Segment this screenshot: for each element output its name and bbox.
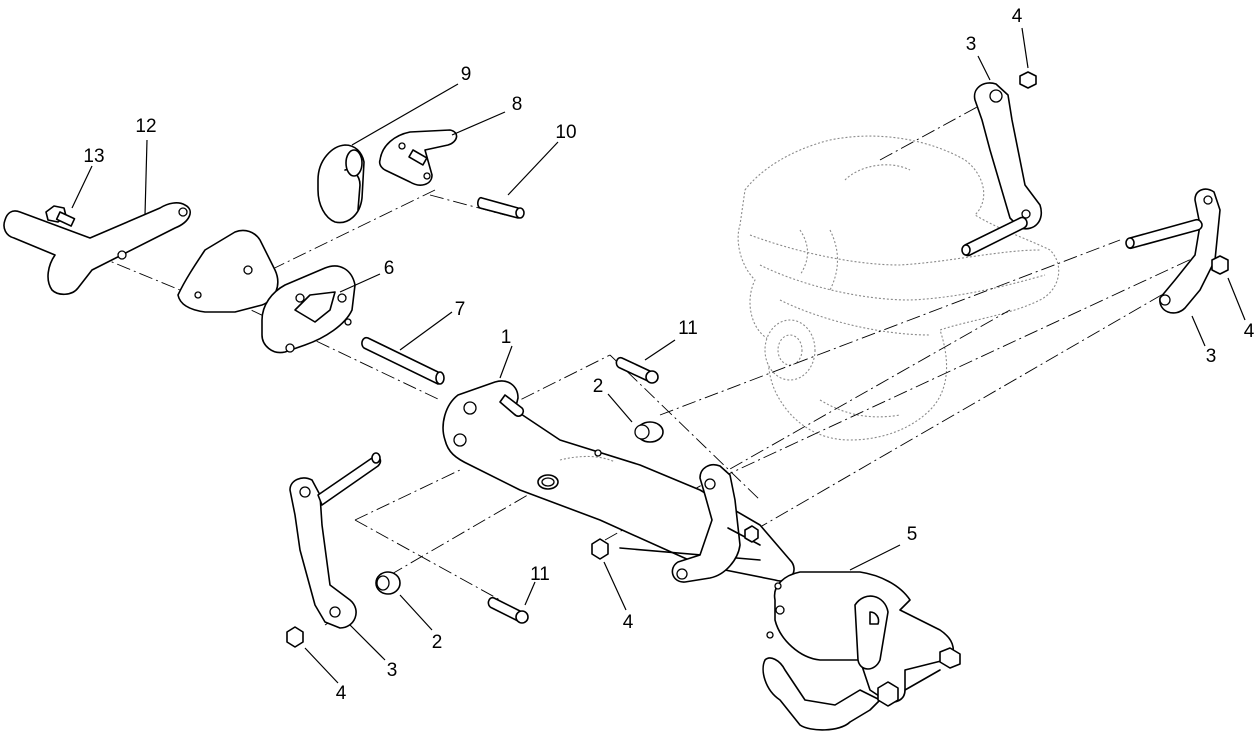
bushing-9 (317, 144, 365, 224)
callout-labels: 1 2 2 3 3 3 4 4 4 4 5 6 7 8 9 10 11 11 1… (83, 6, 1254, 704)
cap-screw-11-upper (615, 356, 659, 384)
assembly-centerlines (94, 99, 1201, 626)
bushing-2-lower (375, 571, 401, 595)
nut-4-center (591, 538, 609, 560)
mount-plate-ghost (177, 229, 279, 313)
leader-lines (71, 27, 1246, 684)
callout-6: 6 (384, 258, 395, 279)
bracket-8 (378, 129, 458, 186)
callout-4-right: 4 (1244, 321, 1255, 342)
nut-4-lower-left (286, 626, 304, 648)
callout-7: 7 (455, 299, 466, 320)
callout-11-upper: 11 (678, 318, 698, 339)
callout-5: 5 (907, 524, 918, 545)
callout-2-upper: 2 (593, 376, 604, 397)
callout-10: 10 (555, 122, 576, 143)
arm-assembly-5 (762, 571, 961, 731)
nut-4-right (1211, 255, 1229, 275)
callout-12: 12 (135, 116, 156, 137)
bolt-13 (45, 205, 76, 227)
link-arm-3-right (1125, 188, 1221, 314)
callout-4-upper-right: 4 (1012, 6, 1023, 27)
callout-1: 1 (501, 327, 512, 348)
control-lever-left (3, 202, 191, 296)
callout-3-upper-right: 3 (966, 34, 977, 55)
callout-3-right: 3 (1206, 346, 1217, 367)
pivot-housing-6 (261, 265, 356, 354)
callout-11-lower: 11 (530, 564, 550, 585)
nut-4-upper-right (1019, 71, 1037, 89)
callout-4-lower-left: 4 (336, 683, 347, 704)
link-arm-3-upper-right (961, 82, 1042, 257)
callout-13: 13 (83, 146, 104, 167)
transmission-housing-ghost (737, 135, 1060, 441)
callout-4-center: 4 (623, 612, 634, 633)
pin-7 (361, 336, 445, 385)
bushing-2-upper (634, 421, 664, 443)
cap-screw-11-lower (487, 596, 529, 624)
main-shaft-1 (442, 380, 795, 582)
link-arm-3-center (671, 463, 761, 583)
callout-2-lower: 2 (432, 632, 443, 653)
callout-8: 8 (512, 94, 523, 115)
callout-3-lower-left: 3 (387, 660, 398, 681)
pin-10 (477, 196, 525, 219)
callout-9: 9 (461, 64, 472, 85)
link-arm-3-lower-left (289, 452, 382, 629)
